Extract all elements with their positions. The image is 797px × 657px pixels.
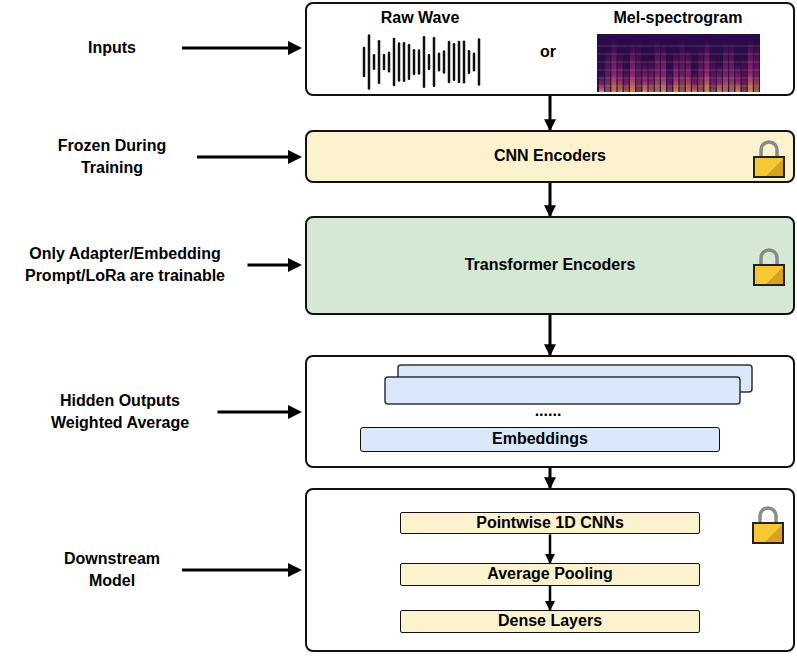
side-label: Downstream Model [52,548,172,593]
flow-arrow [549,183,552,216]
layer-box: Average Pooling [400,563,700,586]
flow-arrow [549,586,552,610]
arrow-head [288,405,302,419]
pointer-arrow [248,264,293,267]
flow-arrow [549,534,552,563]
arrow-head [288,563,302,577]
pointer-arrow [182,47,292,50]
heading-text: ...... [535,402,562,420]
hidden-output-box: ...... Embeddings [305,355,795,468]
flow-arrow [549,468,552,488]
box-label: Dense Layers [498,612,602,630]
heading-text: Raw Wave [381,9,460,27]
lock-icon [754,250,784,285]
downstream-box: Pointwise 1D CNNsAverage PoolingDense La… [305,488,795,652]
box-label: Embeddings [492,430,588,448]
flow-arrow [549,96,552,130]
side-label: Hidden Outputs Weighted Average [33,390,208,435]
box-label: Pointwise 1D CNNs [476,514,624,532]
raw-waveform [364,36,479,89]
side-label: Only Adapter/Embedding Prompt/LoRa are t… [13,243,238,288]
arrow-head [288,41,302,55]
side-label: Frozen During Training [37,135,187,180]
arrow-head [288,258,302,272]
layer-box: Pointwise 1D CNNs [400,512,700,534]
input-box: Raw Wave or Mel-spectrogram [305,2,795,96]
flow-arrow [549,315,552,355]
pointer-arrows [182,41,302,577]
side-label: Inputs [52,37,172,59]
mel-spectrogram [597,34,760,92]
pointer-arrow [218,411,293,414]
embedding-stack [385,365,752,404]
arrow-head [288,150,302,164]
encoder-box: CNN Encoders [305,130,795,183]
pointer-arrow [197,156,292,159]
lock-icon [754,142,784,177]
box-label: Average Pooling [487,565,613,583]
encoder-box: Transformer Encoders [305,216,795,315]
embedding-box: Embeddings [360,427,720,452]
heading-text: or [540,43,556,61]
lock-icon [753,508,783,543]
layer-box: Dense Layers [400,610,700,633]
pointer-arrow [182,569,292,572]
box-label: Transformer Encoders [465,256,636,274]
heading-text: Mel-spectrogram [614,9,743,27]
box-label: CNN Encoders [494,147,606,165]
